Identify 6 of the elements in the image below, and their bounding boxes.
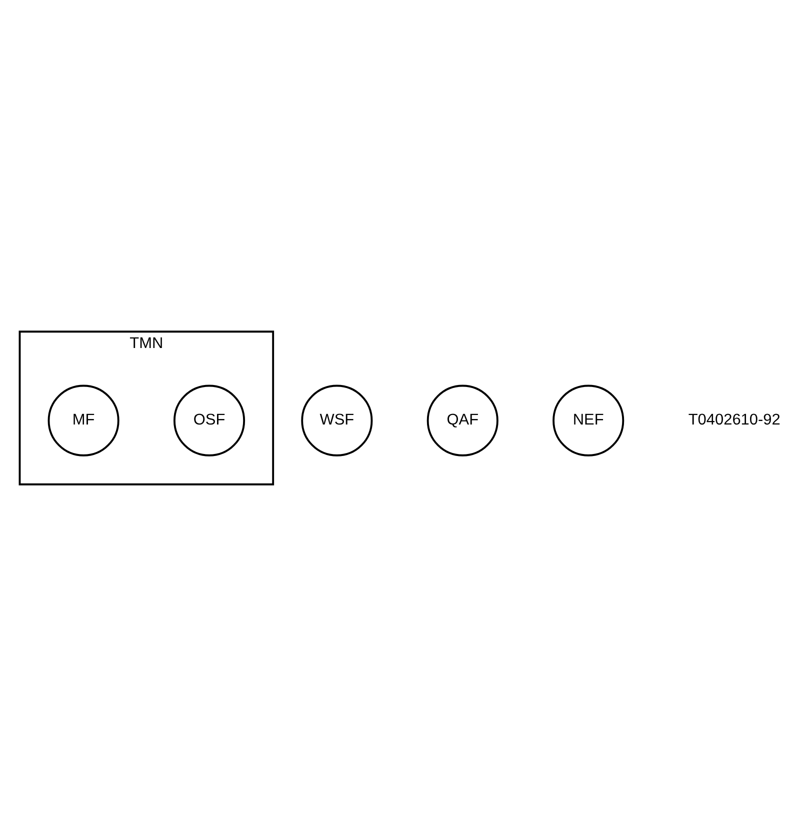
node-circle: NEF — [552, 384, 624, 456]
label: T0402610-92 — [688, 411, 780, 428]
node-circle: MF — [48, 384, 120, 456]
node-circle: WSF — [301, 384, 373, 456]
node-circle: OSF — [173, 384, 246, 456]
node-circle: QAF — [426, 384, 498, 456]
